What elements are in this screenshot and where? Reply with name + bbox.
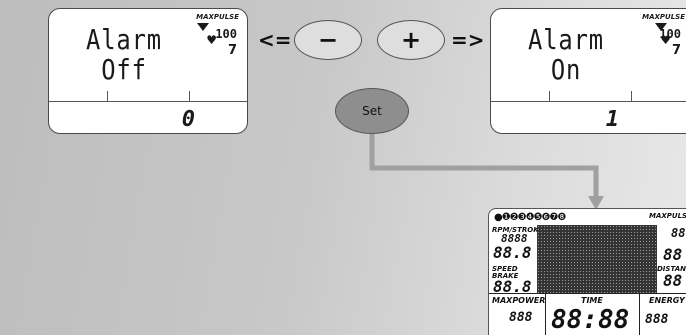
right-arrow: => [451, 28, 485, 52]
lcd-line2: On [550, 53, 582, 86]
lcd-line2: Off [101, 53, 147, 86]
set-label: Set [362, 104, 382, 118]
minus-button[interactable]: − [294, 20, 362, 60]
alarm-value: 0 [181, 107, 195, 132]
energy-label: ENERGY [649, 296, 685, 305]
distance-digits: 88 [663, 271, 683, 290]
brake-digits: 88.8 [493, 277, 532, 296]
arrow-head-icon [588, 196, 604, 210]
rpm-digits: 8888 [501, 232, 528, 245]
maxpulse-label: MAXPULSE [642, 13, 685, 21]
heart-icon: ♥ [206, 33, 217, 47]
speed-label: SPEED [492, 265, 518, 273]
plus-button[interactable]: + [377, 20, 445, 60]
energy-digits: 888 [645, 312, 669, 327]
zone-value: 7 [671, 43, 681, 58]
triangle-icon [197, 23, 209, 31]
console-divider [639, 293, 640, 335]
console-divider [545, 293, 546, 335]
lcd-line1: Alarm [86, 23, 162, 56]
console-display: ●❶❷❸❹❺❻❼❽ RPM/STROKES 8888 88.8 SPEED BR… [488, 208, 686, 335]
brake-label: BRAKE [492, 272, 519, 280]
distance-label: DISTANCE [657, 265, 686, 273]
plus-label: + [400, 26, 422, 54]
alarm-value: 1 [605, 107, 619, 132]
dot-matrix-display [537, 225, 657, 293]
console-maxpulse-label: MAXPULS [649, 212, 686, 220]
zone-value: 7 [227, 43, 237, 58]
set-button[interactable]: Set [335, 88, 409, 134]
triangle-icon [655, 23, 667, 31]
mid-right-digits: 88 [663, 245, 683, 264]
left-arrow: <= [258, 28, 292, 52]
speed-digits: 88.8 [493, 243, 532, 262]
segment-divider [549, 91, 550, 101]
divider [49, 101, 247, 102]
pulse-digits: 88 [671, 226, 686, 240]
minus-label: − [317, 26, 339, 54]
lcd-alarm-on: Alarm On MAXPULSE ♥ 100 7 1 [490, 8, 686, 134]
lcd-alarm-off: Alarm Off MAXPULSE ♥ 100 7 0 [48, 8, 248, 134]
lcd-line1: Alarm [528, 23, 604, 56]
percent-value: 100 [215, 27, 237, 41]
connector-line [369, 134, 599, 198]
rpm-label: RPM/STROKES [492, 226, 549, 234]
time-digits: 88:88 [551, 305, 630, 335]
percent-value: 100 [659, 27, 681, 41]
maxpulse-label: MAXPULSE [196, 13, 239, 21]
segment-divider [107, 91, 108, 101]
segment-divider [189, 91, 190, 101]
program-icons: ●❶❷❸❹❺❻❼❽ [494, 212, 566, 223]
console-divider [489, 293, 686, 294]
time-label: TIME [581, 296, 603, 305]
divider [491, 101, 686, 102]
maxpower-label: MAXPOWER [492, 296, 546, 305]
segment-divider [631, 91, 632, 101]
power-digits: 888 [509, 310, 533, 325]
heart-icon: ♥ [660, 33, 671, 47]
